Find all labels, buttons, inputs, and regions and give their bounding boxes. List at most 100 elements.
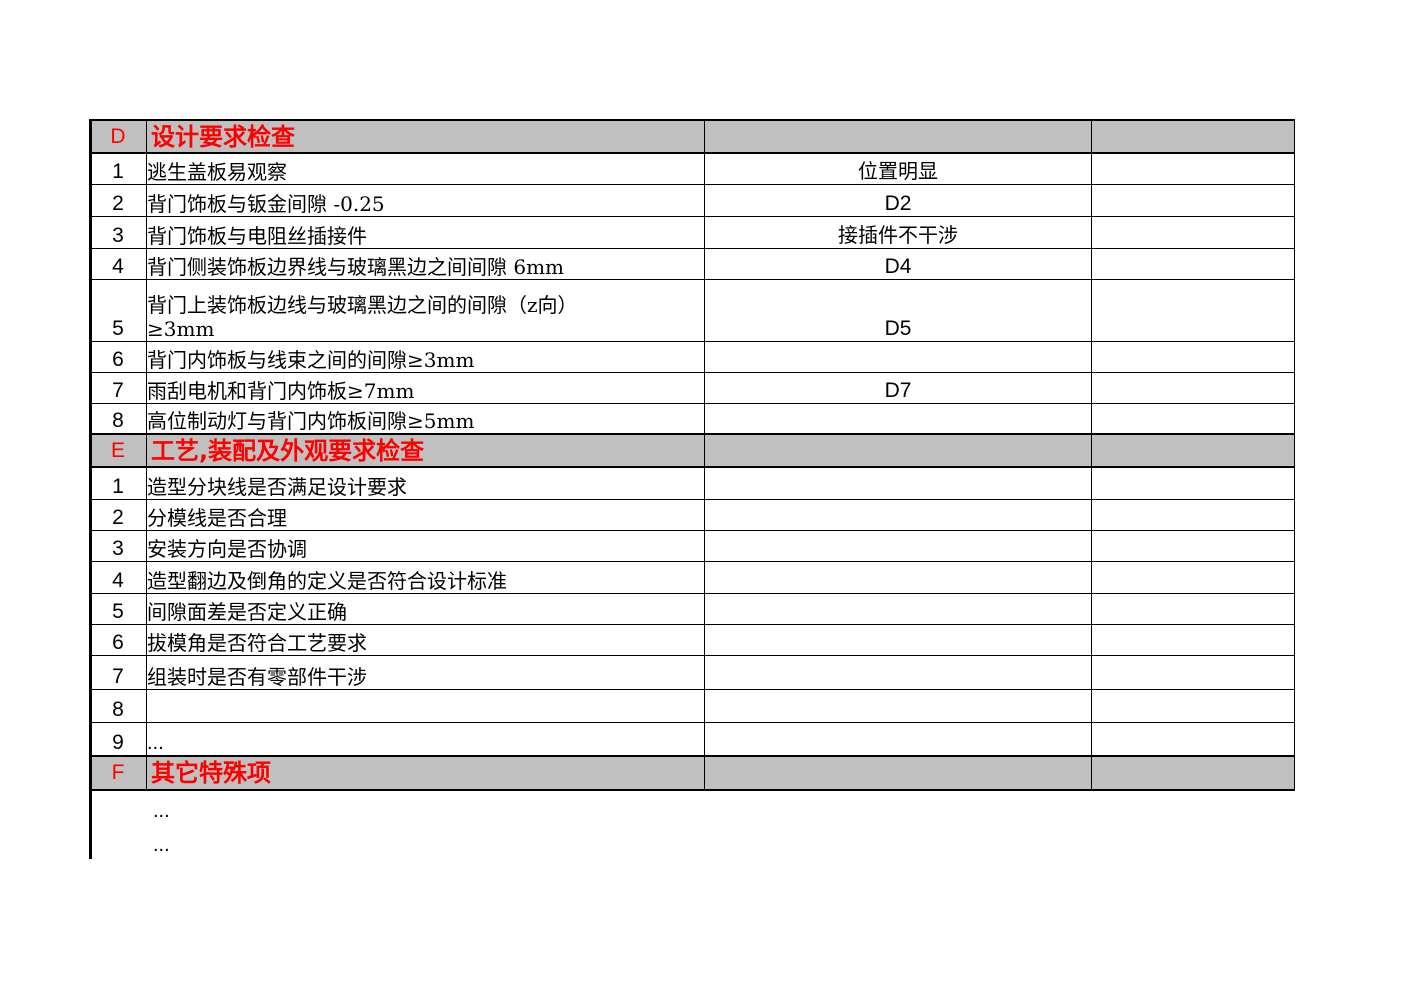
row-note[interactable]: D4: [704, 247, 1092, 280]
section-title[interactable]: 其它特殊项: [146, 755, 705, 791]
row-note[interactable]: [704, 688, 1092, 723]
row-extra[interactable]: [1091, 371, 1295, 404]
section-header-e: E 工艺,装配及外观要求检查: [89, 433, 1295, 468]
row-number[interactable]: 8: [89, 402, 147, 435]
row-note[interactable]: D2: [704, 183, 1092, 217]
row-note[interactable]: [704, 654, 1092, 690]
row-number[interactable]: 2: [89, 498, 147, 531]
table-row: 6 拔模角是否符合工艺要求: [89, 623, 1295, 656]
row-note[interactable]: D5: [704, 278, 1092, 342]
row-extra[interactable]: [1091, 688, 1295, 723]
section-header-f: F 其它特殊项: [89, 755, 1295, 791]
row-extra[interactable]: [1091, 402, 1295, 435]
row-number[interactable]: 7: [89, 371, 147, 404]
table-row: 4 背门侧装饰板边界线与玻璃黑边之间间隙 6mm D4: [89, 247, 1295, 280]
row-note[interactable]: [704, 623, 1092, 656]
row-number[interactable]: 9: [89, 721, 147, 757]
row-number[interactable]: 7: [89, 654, 147, 690]
row-extra[interactable]: [1091, 623, 1295, 656]
row-note[interactable]: [704, 402, 1092, 435]
row-extra[interactable]: [1091, 560, 1295, 594]
row-note[interactable]: [704, 592, 1092, 625]
row-number[interactable]: 1: [89, 466, 147, 500]
checklist-table: D 设计要求检查 1 逃生盖板易观察 位置明显 2 背门饰板与钣金间隙 -0.2…: [89, 119, 1295, 791]
row-item[interactable]: 造型翻边及倒角的定义是否符合设计标准: [146, 560, 705, 594]
row-extra[interactable]: [1091, 466, 1295, 500]
section-extra-cell[interactable]: [1091, 119, 1295, 154]
checklist-sheet: D 设计要求检查 1 逃生盖板易观察 位置明显 2 背门饰板与钣金间隙 -0.2…: [89, 119, 1295, 791]
row-extra[interactable]: [1091, 721, 1295, 757]
section-note-cell[interactable]: [704, 755, 1092, 791]
row-note[interactable]: D7: [704, 371, 1092, 404]
row-item[interactable]: 安装方向是否协调: [146, 529, 705, 562]
row-extra[interactable]: [1091, 278, 1295, 342]
row-item[interactable]: 拔模角是否符合工艺要求: [146, 623, 705, 656]
row-item[interactable]: 雨刮电机和背门内饰板≥7mm: [146, 371, 705, 404]
section-title[interactable]: 设计要求检查: [146, 119, 705, 154]
table-row: 8 高位制动灯与背门内饰板间隙≥5mm: [89, 402, 1295, 435]
table-row: 7 组装时是否有零部件干涉: [89, 654, 1295, 690]
row-note[interactable]: [704, 529, 1092, 562]
table-row: 1 造型分块线是否满足设计要求: [89, 466, 1295, 500]
row-note[interactable]: [704, 340, 1092, 373]
row-note[interactable]: [704, 498, 1092, 531]
trailing-rows: ... ...: [89, 792, 1294, 859]
section-note-cell[interactable]: [704, 433, 1092, 468]
row-extra[interactable]: [1091, 183, 1295, 217]
row-number[interactable]: 2: [89, 183, 147, 217]
table-row: 7 雨刮电机和背门内饰板≥7mm D7: [89, 371, 1295, 404]
row-number[interactable]: 3: [89, 215, 147, 249]
section-title[interactable]: 工艺,装配及外观要求检查: [146, 433, 705, 468]
row-extra[interactable]: [1091, 592, 1295, 625]
row-number[interactable]: 3: [89, 529, 147, 562]
row-item[interactable]: ...: [146, 721, 705, 757]
row-item[interactable]: 背门上装饰板边线与玻璃黑边之间的间隙（z向）≥3mm: [146, 278, 705, 342]
row-extra[interactable]: [1091, 498, 1295, 531]
row-item[interactable]: 间隙面差是否定义正确: [146, 592, 705, 625]
row-number[interactable]: 6: [89, 623, 147, 656]
ellipsis-line[interactable]: ...: [153, 834, 170, 856]
row-extra[interactable]: [1091, 215, 1295, 249]
left-border: [89, 119, 92, 792]
row-item[interactable]: 背门内饰板与线束之间的间隙≥3mm: [146, 340, 705, 373]
table-row: 3 背门饰板与电阻丝插接件 接插件不干涉: [89, 215, 1295, 249]
table-row: 3 安装方向是否协调: [89, 529, 1295, 562]
section-id[interactable]: E: [89, 433, 147, 468]
row-extra[interactable]: [1091, 340, 1295, 373]
row-item[interactable]: 分模线是否合理: [146, 498, 705, 531]
row-extra[interactable]: [1091, 654, 1295, 690]
row-item[interactable]: 高位制动灯与背门内饰板间隙≥5mm: [146, 402, 705, 435]
ellipsis-line[interactable]: ...: [153, 800, 170, 822]
row-note[interactable]: 接插件不干涉: [704, 215, 1092, 249]
table-row: 4 造型翻边及倒角的定义是否符合设计标准: [89, 560, 1295, 594]
row-extra[interactable]: [1091, 247, 1295, 280]
row-note[interactable]: [704, 466, 1092, 500]
section-id[interactable]: F: [89, 755, 147, 791]
table-row: 5 背门上装饰板边线与玻璃黑边之间的间隙（z向）≥3mm D5: [89, 278, 1295, 342]
row-item[interactable]: 逃生盖板易观察: [146, 152, 705, 185]
row-item[interactable]: 背门侧装饰板边界线与玻璃黑边之间间隙 6mm: [146, 247, 705, 280]
row-note[interactable]: 位置明显: [704, 152, 1092, 185]
row-number[interactable]: 4: [89, 560, 147, 594]
row-item[interactable]: 组装时是否有零部件干涉: [146, 654, 705, 690]
row-item[interactable]: 背门饰板与钣金间隙 -0.25: [146, 183, 705, 217]
row-item[interactable]: 造型分块线是否满足设计要求: [146, 466, 705, 500]
row-extra[interactable]: [1091, 152, 1295, 185]
section-extra-cell[interactable]: [1091, 433, 1295, 468]
section-header-d: D 设计要求检查: [89, 119, 1295, 154]
row-number[interactable]: 6: [89, 340, 147, 373]
row-item[interactable]: [146, 688, 705, 723]
section-extra-cell[interactable]: [1091, 755, 1295, 791]
row-extra[interactable]: [1091, 529, 1295, 562]
table-row: 8: [89, 688, 1295, 723]
row-number[interactable]: 5: [89, 278, 147, 342]
row-note[interactable]: [704, 721, 1092, 757]
row-item[interactable]: 背门饰板与电阻丝插接件: [146, 215, 705, 249]
row-number[interactable]: 5: [89, 592, 147, 625]
row-number[interactable]: 4: [89, 247, 147, 280]
row-note[interactable]: [704, 560, 1092, 594]
section-note-cell[interactable]: [704, 119, 1092, 154]
row-number[interactable]: 8: [89, 688, 147, 723]
row-number[interactable]: 1: [89, 152, 147, 185]
section-id[interactable]: D: [89, 119, 147, 154]
